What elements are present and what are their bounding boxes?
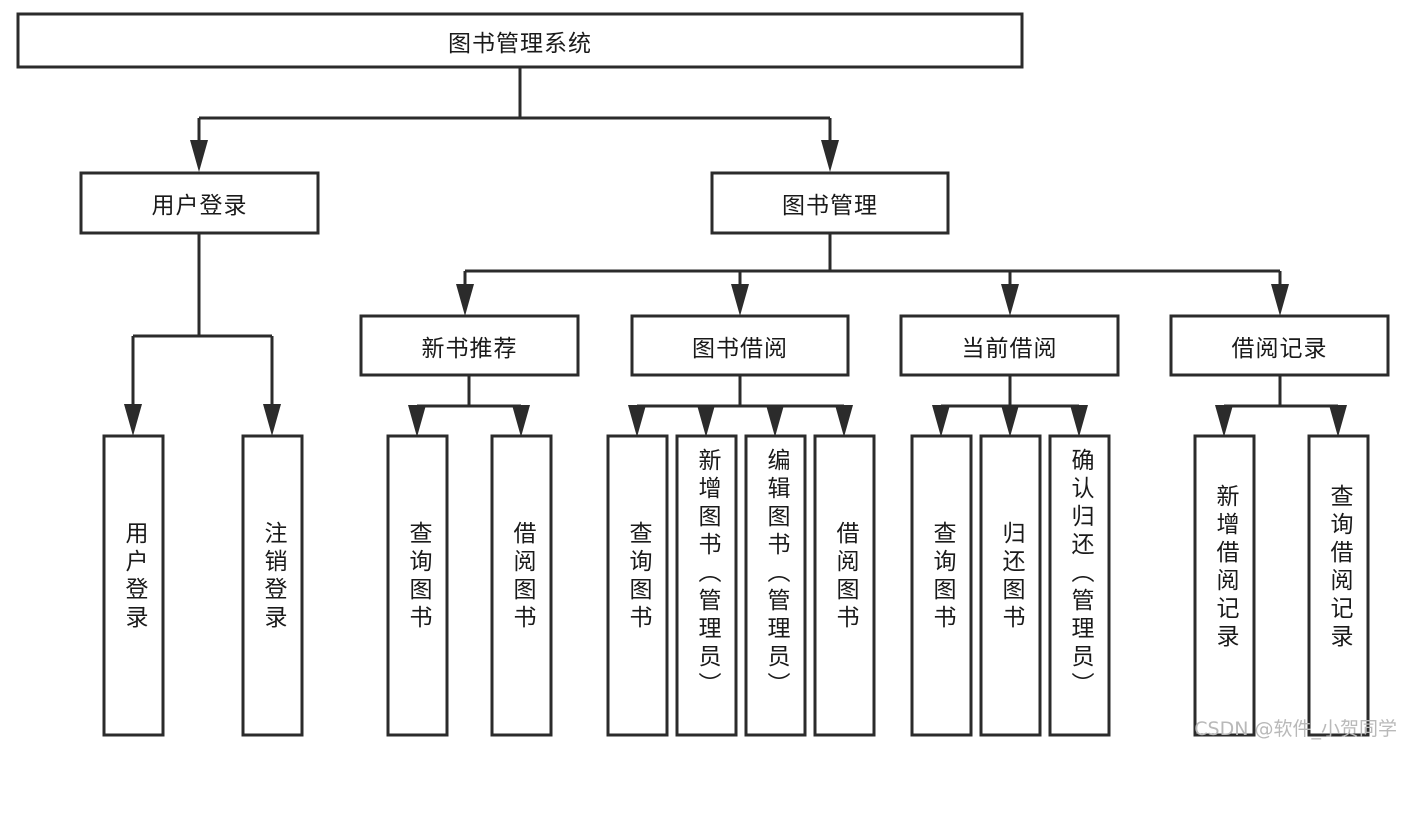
node-box-leaf-logout[interactable]: [241, 434, 304, 737]
arrowhead-book-borrow: [731, 284, 749, 316]
arrowhead-leaf-user-login: [124, 404, 142, 436]
flowchart-diagram: 图书管理系统 用户登录 图书管理 新书推荐 图书借阅 当前借阅 借阅记录 用户登…: [16, 12, 1397, 740]
arrowhead-newbook-leaf-2: [512, 405, 530, 437]
node-box-book-borrow[interactable]: [630, 314, 850, 377]
arrowhead-current-borrow: [1001, 284, 1019, 316]
arrowhead-currentborrow-leaf-1: [932, 405, 950, 437]
connector-layer: [124, 67, 1347, 437]
arrowhead-user-login: [190, 140, 208, 172]
arrowhead-currentborrow-leaf-2: [1001, 405, 1019, 437]
tree-svg-canvas: [16, 12, 1390, 737]
node-box-current-borrow[interactable]: [899, 314, 1120, 377]
arrowhead-new-book-recommend: [456, 284, 474, 316]
arrowhead-borrowrecord-leaf-2: [1329, 405, 1347, 437]
node-box-leaf-return-book[interactable]: [979, 434, 1042, 737]
node-box-leaf-query-book-1[interactable]: [386, 434, 449, 737]
arrowhead-leaf-logout: [263, 404, 281, 436]
node-box-leaf-edit-book[interactable]: [744, 434, 807, 737]
arrowhead-borrow-record: [1271, 284, 1289, 316]
node-box-leaf-add-book[interactable]: [675, 434, 738, 737]
node-box-root[interactable]: [16, 12, 1024, 69]
node-box-leaf-query-book-2[interactable]: [606, 434, 669, 737]
arrowhead-bookborrow-leaf-1: [628, 405, 646, 437]
node-box-borrow-record[interactable]: [1169, 314, 1390, 377]
node-box-leaf-borrow-book-1[interactable]: [490, 434, 553, 737]
arrowhead-bookborrow-leaf-4: [835, 405, 853, 437]
node-box-leaf-confirm-return[interactable]: [1048, 434, 1111, 737]
node-box-leaf-query-book-3[interactable]: [910, 434, 973, 737]
node-box-leaf-add-record[interactable]: [1193, 434, 1256, 737]
node-box-book-management[interactable]: [710, 171, 950, 235]
node-box-user-login[interactable]: [79, 171, 320, 235]
arrowhead-currentborrow-leaf-3: [1070, 405, 1088, 437]
node-box-leaf-borrow-book-2[interactable]: [813, 434, 876, 737]
node-box-leaf-query-record[interactable]: [1307, 434, 1370, 737]
node-box-leaf-user-login[interactable]: [102, 434, 165, 737]
node-box-new-book-recommend[interactable]: [359, 314, 580, 377]
arrowhead-borrowrecord-leaf-1: [1215, 405, 1233, 437]
node-box-layer: [16, 12, 1390, 737]
arrowhead-newbook-leaf-1: [408, 405, 426, 437]
arrowhead-book-mgmt: [821, 140, 839, 172]
arrowhead-bookborrow-leaf-3: [766, 405, 784, 437]
arrowhead-bookborrow-leaf-2: [697, 405, 715, 437]
